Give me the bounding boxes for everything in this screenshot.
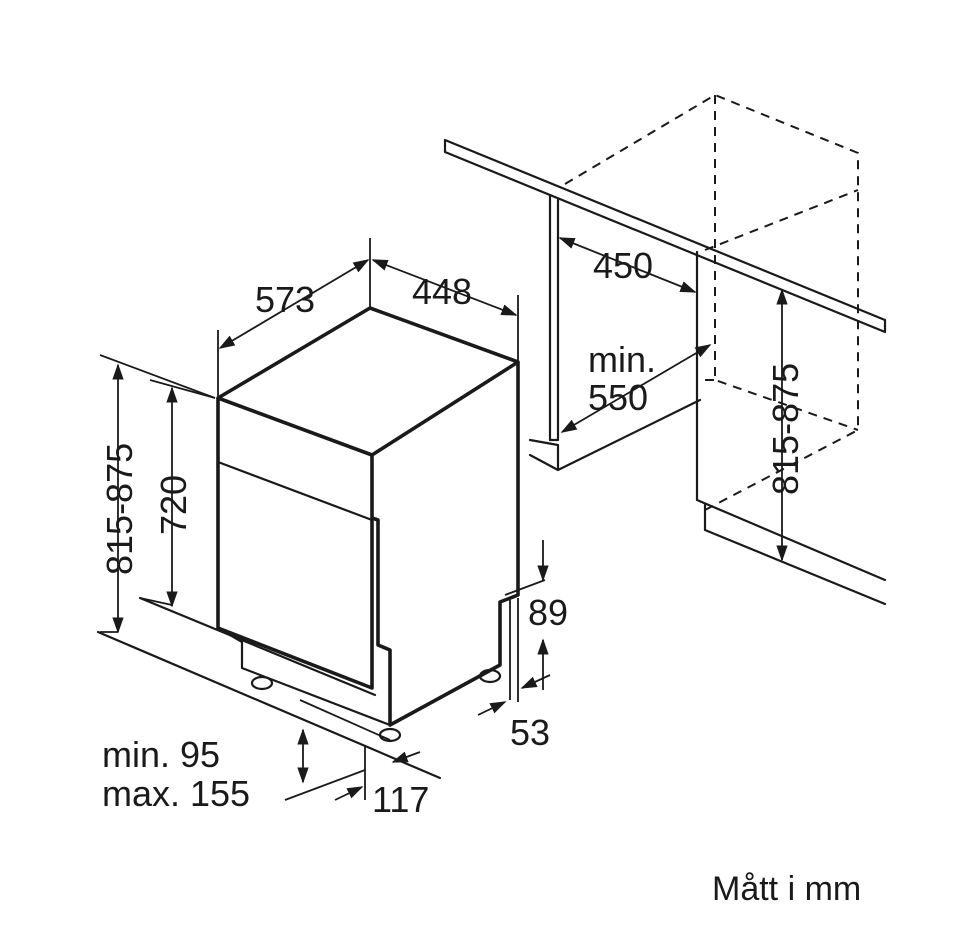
body-top xyxy=(216,306,520,457)
foot-rear-right xyxy=(478,668,502,684)
dim-53-arrow-left xyxy=(477,701,507,716)
dim-117-arrow-right xyxy=(391,751,421,763)
niche-hidden-box xyxy=(564,93,859,511)
dim-niche-depth-label: 450 xyxy=(593,245,653,286)
body-front xyxy=(216,398,374,690)
dim-niche-height-label: 815-875 xyxy=(765,363,806,495)
dim-550-arrow xyxy=(560,344,712,433)
dim-body-height-label: 720 xyxy=(153,475,194,535)
dimension-lines xyxy=(99,237,788,801)
niche-wall-left xyxy=(548,193,560,442)
dim-plinth-height-label: 89 xyxy=(528,592,568,633)
worktop xyxy=(443,138,887,334)
dim-niche-width-line1: min. xyxy=(588,339,656,380)
cabinet-niche xyxy=(443,93,887,606)
dim-door-bottom-line1: min. 95 xyxy=(102,734,220,775)
kick-plate xyxy=(216,626,392,727)
dim-450-arrow xyxy=(558,237,697,293)
dim-foot-offset-label: 117 xyxy=(372,779,429,820)
dim-width-label: 448 xyxy=(412,271,472,312)
dim-53-arrow-right xyxy=(520,674,551,689)
control-panel-line xyxy=(216,460,374,522)
unit-note: Mått i mm xyxy=(712,870,861,908)
dim-plinth-setback-label: 53 xyxy=(510,712,550,753)
dim-niche-width-line2: 550 xyxy=(588,377,648,418)
adjustable-feet xyxy=(250,668,502,743)
dim-448-arrow xyxy=(371,259,518,316)
dim-total-height-label: 815-875 xyxy=(99,443,140,575)
dim-117-arrow-left xyxy=(334,786,364,801)
dim-573-arrow xyxy=(218,259,370,349)
floor-line-2 xyxy=(138,596,377,697)
dim-depth-label: 573 xyxy=(255,279,315,320)
dim-door-bottom-line2: max. 155 xyxy=(102,773,250,814)
foot-front-left xyxy=(250,675,274,691)
floor-line xyxy=(96,630,442,780)
